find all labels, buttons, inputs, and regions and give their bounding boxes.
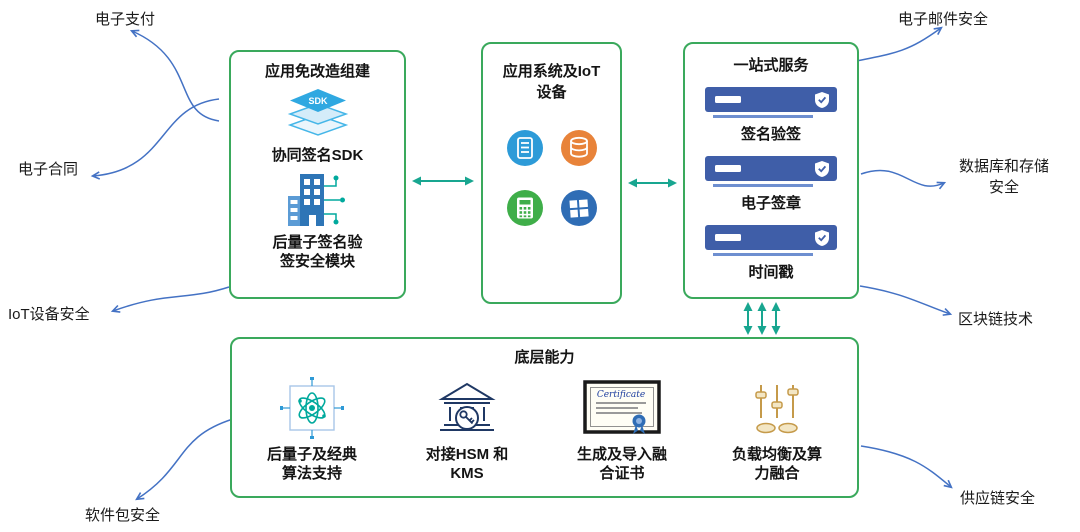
system-icon-grid (506, 130, 597, 226)
one-stop-service-box: 一站式服务 签名验签 电子签章 (683, 42, 859, 299)
label-blockchain-technology: 区块链技术 (958, 311, 1034, 328)
capability-label-line: 后量子及经典 (266, 446, 357, 463)
server-status-line (713, 115, 813, 118)
double-arrow-center-right (628, 178, 677, 188)
post-quantum-module-line2: 签安全模块 (279, 253, 355, 270)
collaborative-signature-sdk-label: 协同签名SDK (271, 147, 364, 164)
curved-arrow-to-email-security (850, 26, 943, 63)
shield-check-icon (815, 229, 829, 246)
database-icon (560, 130, 597, 166)
capability-row: 后量子及经典 算法支持 (232, 375, 857, 483)
service-label-timestamp: 时间戳 (748, 264, 794, 281)
capability-label-line: 力融合 (754, 465, 800, 482)
shield-check-icon (815, 91, 829, 108)
curved-arrow-to-iot-security (110, 286, 230, 313)
calculator-icon (506, 190, 543, 226)
capability-icon-wrap: Certificate (583, 375, 661, 441)
server-status-line (713, 253, 813, 256)
center-box-title-line2: 设备 (536, 84, 567, 101)
service-item: 签名验签 (705, 87, 837, 144)
service-label-signature-verify: 签名验签 (740, 126, 801, 143)
center-box-title: 应用系统及IoT 设备 (503, 60, 601, 102)
capability-label-line: 对接HSM 和 (425, 446, 509, 463)
windows-logo-icon (560, 190, 597, 226)
shield-check-icon (815, 160, 829, 177)
label-supply-chain-security: 供应链安全 (960, 490, 1036, 507)
server-list-icon (506, 130, 543, 166)
no-modification-components-box: 应用免改造组建 SDK 协同签名SDK (229, 50, 406, 299)
label-iot-device-security: IoT设备安全 (8, 306, 90, 323)
service-item: 电子签章 (705, 156, 837, 213)
service-label-electronic-seal: 电子签章 (740, 195, 801, 212)
curved-arrow-to-blockchain (859, 285, 953, 316)
curved-arrow-to-database-security (860, 169, 947, 190)
application-systems-iot-box: 应用系统及IoT 设备 (481, 42, 622, 304)
server-bar-icon (705, 87, 837, 112)
server-chip-icon (715, 165, 741, 172)
sdk-icon-label: SDK (308, 96, 328, 106)
label-software-package-security: 软件包安全 (85, 507, 161, 524)
label-database-storage-security: 数据库和存储 安全 (948, 155, 1060, 197)
underlying-capabilities-box: 底层能力 (230, 337, 859, 498)
capability-icon-wrap (280, 375, 344, 441)
capability-label-line: 合证书 (599, 465, 645, 482)
capability-label-certificate: 生成及导入融 合证书 (577, 445, 667, 483)
quantum-atom-icon (280, 377, 344, 439)
curved-arrow-to-econtract (90, 98, 220, 180)
label-electronic-payment: 电子支付 (95, 11, 156, 28)
center-box-title-line1: 应用系统及IoT (502, 63, 601, 80)
sdk-stack-icon: SDK (287, 89, 348, 136)
curved-arrow-to-supply-chain (860, 445, 953, 489)
curved-arrow-to-software-security (135, 418, 234, 501)
capability-icon-wrap (434, 375, 500, 441)
capability-item-load-balancing: 负载均衡及算 力融合 (702, 375, 852, 483)
right-box-title: 一站式服务 (733, 57, 809, 74)
capability-label-line: 算法支持 (281, 465, 342, 482)
service-item: 时间戳 (705, 225, 837, 282)
capability-label-load-balancing: 负载均衡及算 力融合 (732, 445, 822, 483)
label-email-security: 电子邮件安全 (898, 11, 989, 28)
certificate-icon: Certificate (583, 380, 661, 434)
certificate-script-text: Certificate (597, 390, 645, 400)
server-bar-icon (705, 225, 837, 250)
triple-vertical-double-arrows (743, 302, 781, 335)
capability-item-hsm-kms: 对接HSM 和 KMS (392, 375, 542, 483)
capability-label-line: KMS (450, 465, 484, 482)
capability-icon-wrap (745, 375, 809, 441)
server-status-line (713, 184, 813, 187)
server-chip-icon (715, 234, 741, 241)
capability-item-certificate: Certificate 生成及导入融 合证书 (547, 375, 697, 483)
bottom-box-title: 底层能力 (514, 349, 575, 366)
capability-item-algorithms: 后量子及经典 算法支持 (237, 375, 387, 483)
curved-arrow-to-epayment (129, 29, 220, 122)
security-module-building-icon (287, 174, 345, 226)
server-chip-icon (715, 96, 741, 103)
double-arrow-left-center (412, 176, 474, 186)
left-box-title: 应用免改造组建 (264, 63, 370, 80)
label-electronic-contract: 电子合同 (18, 161, 79, 178)
label-database-storage-line1: 数据库和存储 (958, 158, 1049, 175)
post-quantum-module-line1: 后量子签名验 (272, 234, 363, 251)
capability-label-hsm-kms: 对接HSM 和 KMS (426, 445, 509, 483)
sliders-icon (755, 385, 799, 434)
capability-label-line: 负载均衡及算 (731, 446, 822, 463)
label-database-storage-line2: 安全 (988, 179, 1019, 196)
capability-label-algorithms: 后量子及经典 算法支持 (267, 445, 357, 483)
server-bar-icon (705, 156, 837, 181)
post-quantum-module-label: 后量子签名验 签安全模块 (272, 233, 362, 271)
capability-label-line: 生成及导入融 (576, 446, 667, 463)
hsm-bank-key-icon (438, 382, 496, 431)
